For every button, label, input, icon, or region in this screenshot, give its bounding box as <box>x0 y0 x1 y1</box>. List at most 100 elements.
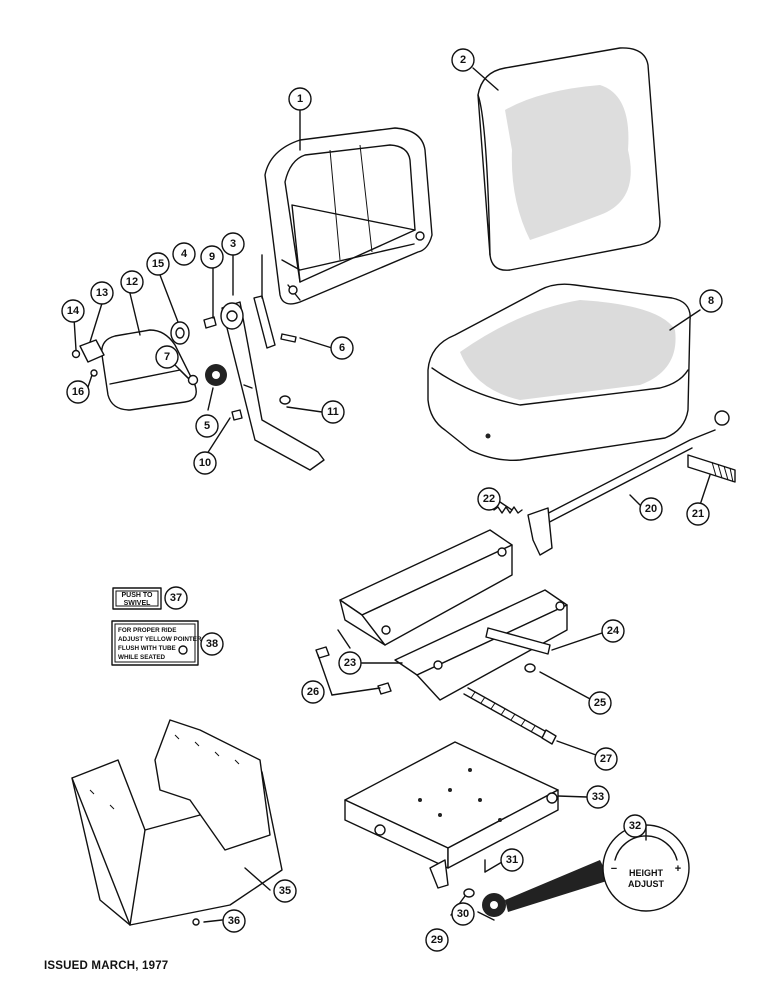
callout-5: 5 <box>195 414 219 438</box>
callout-26: 26 <box>301 680 325 704</box>
callout-7: 7 <box>155 345 179 369</box>
back-cushion <box>477 47 661 271</box>
slide-rails <box>339 529 568 701</box>
svg-text:7: 7 <box>164 351 170 363</box>
svg-text:8: 8 <box>708 295 714 307</box>
height-label: HEIGHT <box>629 868 664 878</box>
svg-text:3: 3 <box>230 238 236 250</box>
callout-35: 35 <box>273 879 297 903</box>
plus-sign: + <box>675 863 681 875</box>
callout-22: 22 <box>477 487 501 511</box>
callout-1: 1 <box>288 87 312 111</box>
svg-text:26: 26 <box>307 686 319 698</box>
adjust-rod <box>527 410 730 556</box>
link-24 <box>485 627 551 655</box>
height-knob <box>482 860 610 917</box>
callout-32: 32 <box>623 814 647 838</box>
callout-20: 20 <box>639 497 663 521</box>
ride-line3: FLUSH WITH TUBE <box>118 645 176 652</box>
svg-text:4: 4 <box>181 248 188 260</box>
spring-22 <box>493 506 523 514</box>
svg-text:15: 15 <box>152 258 164 270</box>
callout-3: 3 <box>221 232 245 256</box>
nut-11 <box>279 395 291 405</box>
callout-30: 30 <box>451 902 475 926</box>
screw-4 <box>203 316 217 329</box>
callout-16: 16 <box>66 380 90 404</box>
nut-7 <box>187 374 199 386</box>
svg-text:24: 24 <box>607 625 620 637</box>
svg-text:11: 11 <box>327 406 339 418</box>
callout-11: 11 <box>321 400 345 424</box>
ride-decal: FOR PROPER RIDE ADJUST YELLOW POINTER FL… <box>111 620 202 666</box>
seat-back-frame <box>264 127 433 305</box>
screw-6 <box>280 333 297 343</box>
svg-text:14: 14 <box>67 305 80 317</box>
callout-8: 8 <box>699 289 723 313</box>
minus-sign: − <box>611 863 617 875</box>
svg-text:29: 29 <box>431 934 443 946</box>
pin-26b <box>377 682 392 695</box>
svg-text:38: 38 <box>206 638 218 650</box>
callout-21: 21 <box>686 502 710 526</box>
adjust-label: ADJUST <box>628 879 665 889</box>
threaded-shaft <box>463 687 557 745</box>
issue-date-footer: ISSUED MARCH, 1977 <box>44 960 169 972</box>
svg-text:23: 23 <box>344 657 356 669</box>
washer-25 <box>524 663 536 673</box>
callout-29: 29 <box>425 928 449 952</box>
side-bracket <box>220 301 325 471</box>
svg-text:31: 31 <box>506 854 518 866</box>
svg-text:20: 20 <box>645 503 657 515</box>
screw-36 <box>192 918 200 926</box>
callout-12: 12 <box>120 270 144 294</box>
seat-cushion <box>427 283 691 461</box>
swivel-decal: PUSH TO SWIVEL <box>112 587 162 610</box>
callout-38: 38 <box>200 632 224 656</box>
svg-text:35: 35 <box>279 885 291 897</box>
callout-37: 37 <box>164 586 188 610</box>
ride-line1: FOR PROPER RIDE <box>118 627 176 634</box>
washer-15 <box>170 321 190 345</box>
ride-line2: ADJUST YELLOW POINTER <box>118 636 202 643</box>
callout-24: 24 <box>601 619 625 643</box>
svg-text:21: 21 <box>692 508 704 520</box>
swivel-line1: PUSH TO <box>122 592 154 599</box>
svg-text:16: 16 <box>72 386 84 398</box>
svg-text:2: 2 <box>460 54 466 66</box>
ride-line4: WHILE SEATED <box>118 654 166 661</box>
screw-10 <box>231 409 243 421</box>
svg-text:5: 5 <box>204 420 210 432</box>
strap <box>253 295 276 349</box>
callout-33: 33 <box>586 785 610 809</box>
callout-23: 23 <box>338 651 362 675</box>
screw-16 <box>90 369 98 377</box>
callout-14: 14 <box>61 299 85 323</box>
svg-text:25: 25 <box>594 697 606 709</box>
svg-text:30: 30 <box>457 908 469 920</box>
callout-6: 6 <box>330 336 354 360</box>
callout-25: 25 <box>588 691 612 715</box>
svg-text:32: 32 <box>629 820 641 832</box>
washer-30 <box>463 888 475 898</box>
knob-5 <box>205 364 227 386</box>
base-plate <box>344 741 559 889</box>
callout-4: 4 <box>172 242 196 266</box>
svg-text:9: 9 <box>209 251 215 263</box>
svg-text:12: 12 <box>126 276 138 288</box>
swivel-line2: SWIVEL <box>124 600 152 607</box>
svg-text:6: 6 <box>339 342 345 354</box>
callout-27: 27 <box>594 747 618 771</box>
callout-10: 10 <box>193 451 217 475</box>
screw-14 <box>71 349 81 359</box>
svg-text:37: 37 <box>170 592 182 604</box>
svg-text:1: 1 <box>297 93 303 105</box>
svg-text:13: 13 <box>96 287 108 299</box>
lever-handle <box>687 454 736 483</box>
callout-15: 15 <box>146 252 170 276</box>
callout-31: 31 <box>500 848 524 872</box>
plate-13 <box>79 339 105 363</box>
svg-text:22: 22 <box>483 493 495 505</box>
svg-text:10: 10 <box>199 457 211 469</box>
